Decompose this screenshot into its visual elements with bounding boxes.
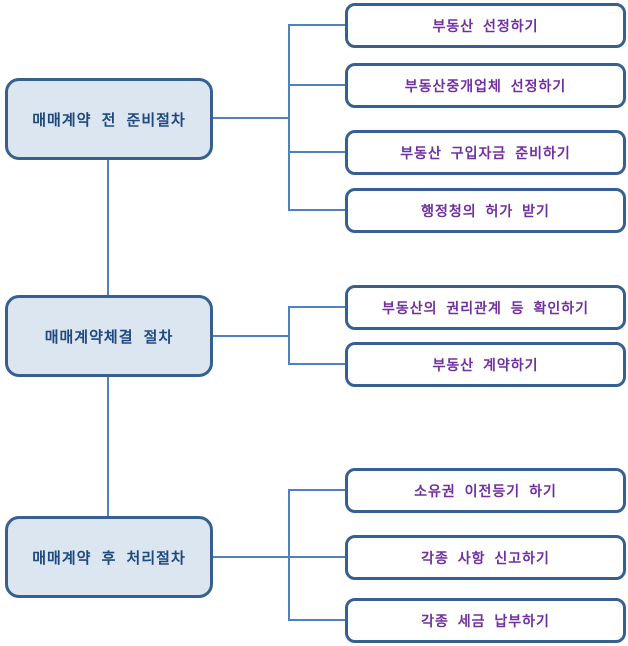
- step-box-pay-taxes-label: 각종 세금 납부하기: [421, 612, 550, 629]
- parent-box-post-contract-processing: 매매계약 후 처리절차: [5, 516, 213, 598]
- connector-line: [288, 209, 345, 211]
- connector-line: [213, 556, 289, 558]
- step-box-transfer-registration: 소유권 이전등기 하기: [345, 468, 626, 513]
- step-box-report-matters: 각종 사항 신고하기: [345, 535, 626, 580]
- connector-line: [288, 24, 345, 26]
- step-box-sign-contract-label: 부동산 계약하기: [432, 356, 539, 373]
- connector-line: [288, 363, 345, 365]
- connector-line: [107, 159, 109, 296]
- connector-line: [107, 376, 109, 517]
- parent-box-contract-conclusion-label: 매매계약체결 절차: [44, 328, 174, 346]
- parent-box-contract-conclusion: 매매계약체결 절차: [5, 295, 213, 377]
- connector-line: [288, 306, 290, 365]
- connector-line: [288, 489, 345, 491]
- connector-line: [288, 306, 345, 308]
- step-box-select-broker: 부동산중개업체 선정하기: [345, 63, 626, 108]
- connector-line: [213, 117, 289, 119]
- connector-line: [213, 335, 289, 337]
- connector-line: [288, 24, 290, 211]
- step-box-prepare-funds: 부동산 구입자금 준비하기: [345, 130, 626, 175]
- step-box-select-broker-label: 부동산중개업체 선정하기: [404, 77, 567, 94]
- step-box-select-property-label: 부동산 선정하기: [432, 17, 539, 34]
- step-box-get-permission-label: 행정청의 허가 받기: [421, 202, 550, 219]
- connector-line: [288, 489, 290, 621]
- step-box-get-permission: 행정청의 허가 받기: [345, 188, 626, 233]
- parent-box-pre-contract-preparation-label: 매매계약 전 준비절차: [32, 111, 186, 129]
- connector-line: [288, 619, 345, 621]
- connector-line: [288, 151, 345, 153]
- step-box-pay-taxes: 각종 세금 납부하기: [345, 598, 626, 643]
- step-box-sign-contract: 부동산 계약하기: [345, 342, 626, 387]
- step-box-transfer-registration-label: 소유권 이전등기 하기: [414, 482, 557, 499]
- step-box-report-matters-label: 각종 사항 신고하기: [421, 549, 550, 566]
- step-box-prepare-funds-label: 부동산 구입자금 준비하기: [400, 144, 571, 161]
- step-box-select-property: 부동산 선정하기: [345, 3, 626, 48]
- connector-line: [288, 556, 345, 558]
- step-box-check-rights-label: 부동산의 권리관계 등 확인하기: [381, 299, 590, 316]
- parent-box-pre-contract-preparation: 매매계약 전 준비절차: [5, 78, 213, 160]
- step-box-check-rights: 부동산의 권리관계 등 확인하기: [345, 285, 626, 330]
- connector-line: [288, 84, 345, 86]
- parent-box-post-contract-processing-label: 매매계약 후 처리절차: [32, 549, 186, 567]
